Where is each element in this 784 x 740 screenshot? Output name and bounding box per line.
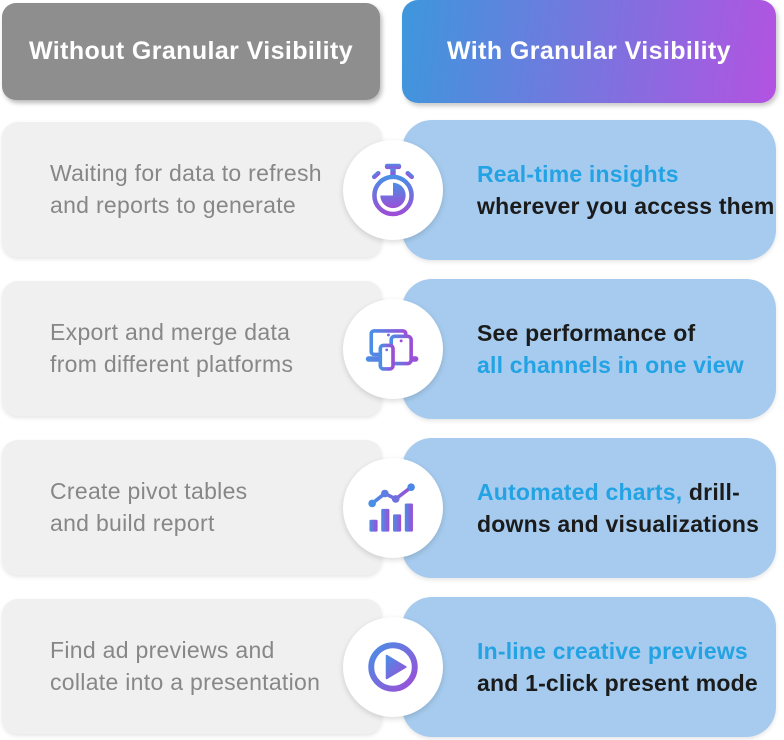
bar-chart-icon [343,458,443,558]
without-header-title: Without Granular Visibility [28,37,354,65]
devices-icon [343,299,443,399]
play-icon [343,617,443,717]
stopwatch-icon [343,140,443,240]
with-header-title: With Granular Visibility [447,37,731,65]
with-header: With Granular Visibility [402,0,776,103]
without-header: Without Granular Visibility [2,3,380,100]
with-item-card: Automated charts, drill-downs and visual… [402,438,776,578]
with-item-text: Automated charts, drill-downs and visual… [477,478,760,537]
